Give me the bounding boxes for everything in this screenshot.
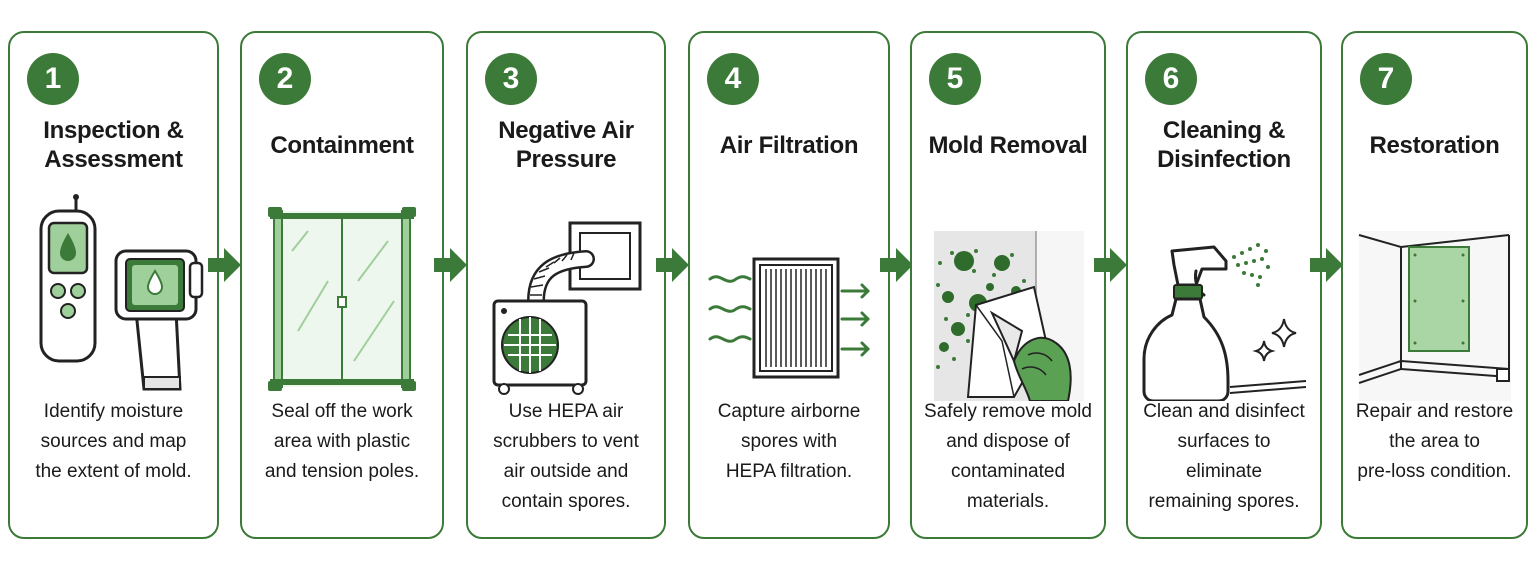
arrow-right-icon: [208, 248, 241, 282]
step-number-badge: 6: [1145, 53, 1197, 105]
arrow-right-icon: [656, 248, 689, 282]
step-title: Air Filtration: [719, 131, 859, 159]
step-title: Restoration: [1369, 131, 1500, 159]
step-number-badge: 3: [485, 53, 537, 105]
step-title: Negative Air Pressure: [498, 117, 634, 173]
step-description: Capture airborne spores with HEPA filtra…: [717, 401, 861, 482]
step-title: Cleaning & Disinfection: [1157, 117, 1291, 173]
step-description: Clean and disinfect surfaces to eliminat…: [1143, 401, 1305, 512]
step-description: Safely remove mold and dispose of contam…: [924, 401, 1092, 512]
step-number-badge: 2: [259, 53, 311, 105]
step-title: Mold Removal: [928, 131, 1088, 159]
step-number-badge: 7: [1360, 53, 1412, 105]
hepa-filter-icon: [696, 191, 884, 406]
step-number-badge: 5: [929, 53, 981, 105]
plastic-barrier-with-poles-icon: [248, 191, 438, 406]
step-description: Identify moisture sources and map the ex…: [35, 401, 192, 482]
step-card-1: 1 Inspection & Assessment Identify moist…: [8, 31, 219, 539]
gloved-hand-scraping-mold-icon: [918, 191, 1100, 406]
step-description: Repair and restore the area to pre-loss …: [1355, 401, 1514, 482]
step-description: Use HEPA air scrubbers to vent air outsi…: [493, 401, 639, 512]
step-number-badge: 1: [27, 53, 79, 105]
step-card-4: 4 Air Filtration: [688, 31, 890, 539]
arrow-right-icon: [1310, 248, 1343, 282]
restored-wall-panel-icon: [1349, 191, 1521, 406]
step-description: Seal off the work area with plastic and …: [264, 401, 420, 482]
moisture-meter-and-thermal-camera-icon: [16, 191, 212, 406]
step-card-7: 7 Restoration Repair and restore the are…: [1341, 31, 1528, 539]
step-card-2: 2 Containment Seal off the work area wit…: [240, 31, 444, 539]
step-card-5: 5 Mold Removal: [910, 31, 1106, 539]
step-card-3: 3 Negative Air Pressure: [466, 31, 666, 539]
arrow-right-icon: [1094, 248, 1127, 282]
spray-bottle-icon: [1134, 191, 1316, 406]
air-scrubber-with-duct-icon: [474, 191, 660, 406]
arrow-right-icon: [880, 248, 913, 282]
arrow-right-icon: [434, 248, 467, 282]
step-number-badge: 4: [707, 53, 759, 105]
step-card-6: 6 Cleaning & Disinfection Clea: [1126, 31, 1322, 539]
step-title: Containment: [270, 131, 414, 159]
step-title: Inspection & Assessment: [43, 117, 184, 173]
